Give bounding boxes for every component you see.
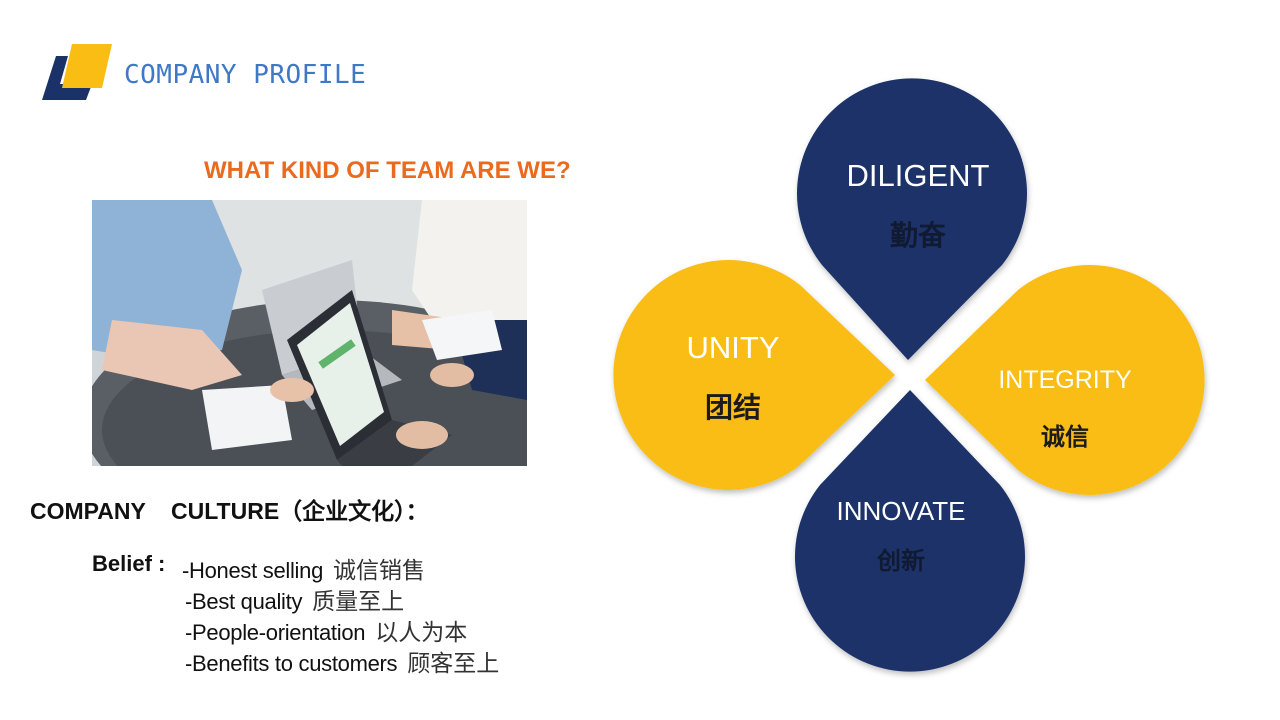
page-title: COMPANY PROFILE: [124, 60, 367, 90]
petal-innovate: [794, 390, 1025, 672]
petal-unity: [613, 260, 895, 490]
company-culture-heading: COMPANY CULTURE（企业文化）：: [30, 498, 429, 524]
value-unity: UNITY 团结: [686, 330, 780, 423]
petal-integrity: [925, 265, 1205, 495]
value-diligent: DILIGENT 勤奋: [846, 158, 990, 251]
team-photo: [92, 200, 527, 466]
company-logo-icon: [42, 44, 114, 102]
value-innovate: INNOVATE 创新: [836, 496, 966, 575]
belief-label: Belief :: [92, 551, 166, 576]
value-integrity: INTEGRITY 诚信: [998, 366, 1132, 451]
petal-diligent: [796, 78, 1027, 361]
team-question-heading: WHAT KIND OF TEAM ARE WE?: [204, 157, 571, 184]
